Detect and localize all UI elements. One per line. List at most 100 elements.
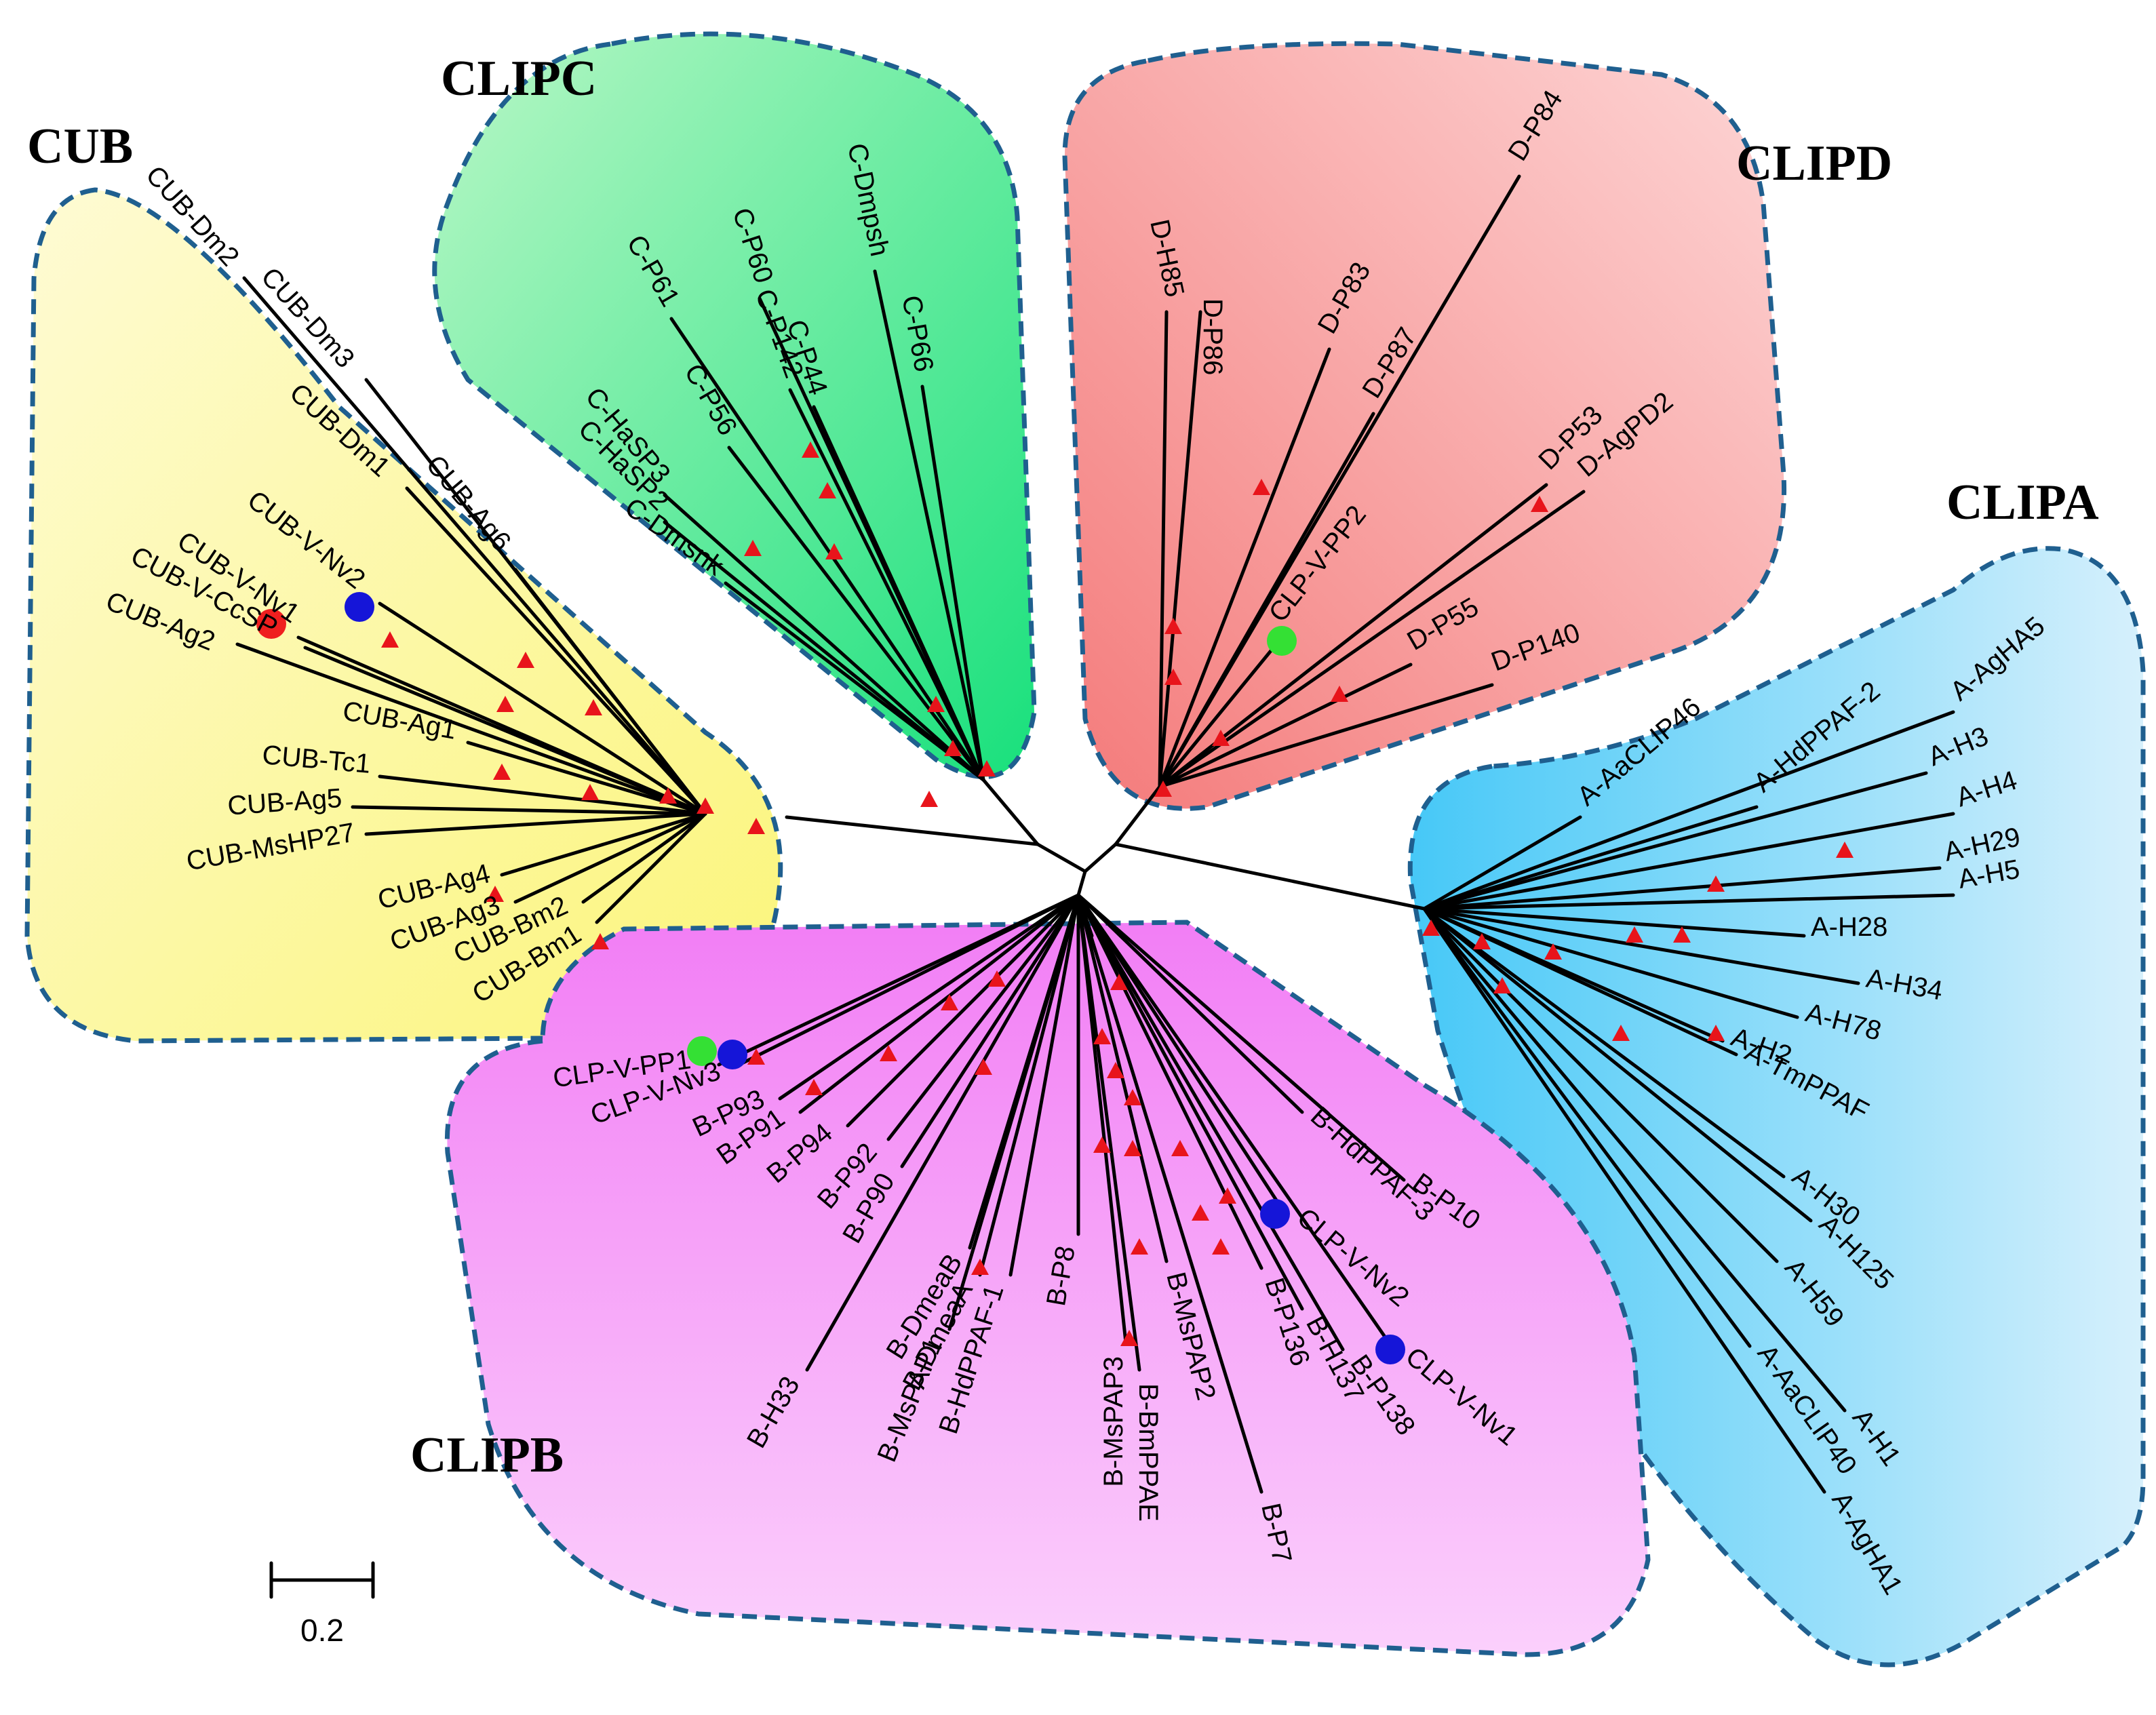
clipb-region: [444, 920, 1651, 1657]
branch-cub-bm2: [581, 812, 707, 904]
branch-c-p44: [812, 405, 985, 782]
branch-b-h137: [1076, 893, 1304, 1311]
clipa-region: [1407, 546, 2146, 1668]
bootstrap-marker: [1124, 1089, 1141, 1105]
leaf-label-b-bmppae: B-BmPPAE: [1133, 1383, 1163, 1522]
branches-clipc: [663, 269, 985, 782]
branch-a-aaclip40: [1422, 907, 1752, 1348]
bootstrap-marker: [1493, 977, 1511, 993]
bootstrap-marker: [1544, 943, 1562, 960]
clade-title-clipc: CLIPC: [441, 51, 597, 106]
bootstrap-markers: [381, 441, 1854, 1346]
clade-title-clipa: CLIPA: [1946, 475, 2099, 530]
branches-clipd: [1158, 174, 1586, 789]
annotation-dot-green: [1267, 626, 1297, 656]
bootstrap-marker: [1164, 618, 1182, 634]
bootstrap-marker: [381, 631, 399, 648]
branch-a-aaclip46: [1422, 815, 1582, 911]
bootstrap-marker: [805, 1079, 823, 1095]
bootstrap-marker: [1093, 1028, 1111, 1044]
branch-a-h3: [1422, 771, 1928, 911]
branch-c-dmsnk: [724, 581, 985, 782]
clade-title-cub: CUB: [27, 119, 133, 174]
bootstrap-marker: [1219, 1187, 1236, 1204]
branch-clp-v-pp2: [1158, 635, 1284, 789]
annotation-dot-green: [687, 1036, 717, 1066]
bootstrap-marker: [591, 933, 609, 949]
bootstrap-marker: [1836, 842, 1854, 858]
bootstrap-marker: [1154, 781, 1172, 797]
bootstrap-marker: [1110, 974, 1128, 990]
branch-b-mspap1: [947, 893, 1080, 1331]
bootstrap-marker: [927, 696, 945, 712]
branch-d-p83: [1158, 347, 1331, 789]
scale-bar-label: 0.2: [300, 1613, 344, 1648]
branch-d-h85: [1158, 310, 1169, 789]
clade-title-clipd: CLIPD: [1736, 136, 1892, 191]
branch-cub-ag1: [466, 741, 707, 816]
branches-clipb: [717, 893, 1406, 1494]
branch-a-h5: [1422, 893, 1955, 911]
branch-b-hdppaf-1: [1008, 893, 1080, 1277]
branch-a-h125: [1422, 907, 1813, 1223]
branch-a-h29: [1422, 866, 1942, 911]
branch-c-dmpsh: [873, 269, 985, 782]
bootstrap-marker: [1093, 1137, 1111, 1153]
branch-b-p138: [1076, 893, 1345, 1352]
branch-a-h1: [1422, 907, 1847, 1413]
bootstrap-marker: [486, 886, 504, 902]
bootstrap-marker: [1253, 479, 1270, 495]
branch-a-h4: [1422, 812, 1955, 911]
bootstrap-marker: [1107, 1062, 1124, 1078]
bootstrap-marker: [1131, 1238, 1148, 1255]
bootstrap-marker: [819, 482, 836, 498]
bootstrap-marker: [1192, 1204, 1209, 1221]
bootstrap-marker: [1626, 926, 1643, 943]
branch-cub-mshp27: [364, 812, 707, 836]
bootstrap-marker: [944, 740, 962, 756]
bootstrap-marker: [978, 760, 996, 776]
branch-c-p61: [669, 317, 985, 782]
leaf-label-d-p86: D-P86: [1198, 298, 1228, 375]
bootstrap-marker: [1673, 926, 1691, 943]
bootstrap-marker: [496, 696, 514, 712]
branch-b-mspap3: [1076, 893, 1128, 1345]
branch-cub-dm1: [405, 486, 707, 816]
bootstrap-marker: [920, 791, 938, 807]
scale-bar: 0.2: [269, 1561, 375, 1648]
annotation-dot-blue: [718, 1040, 747, 1069]
branch-a-tmppaf: [1422, 907, 1738, 1057]
branch-cub-ag3: [513, 812, 707, 904]
branch-c-hasp3: [663, 493, 985, 782]
branch-d-p55: [1158, 663, 1413, 789]
bootstrap-marker: [1124, 1140, 1141, 1156]
bootstrap-marker: [988, 970, 1006, 987]
branch-c-p142: [788, 388, 985, 782]
bootstrap-marker: [1171, 1140, 1189, 1156]
branch-c-p56: [727, 446, 985, 782]
bootstrap-marker: [941, 994, 958, 1010]
bootstrap-marker: [493, 764, 511, 780]
branch-cub-tc1: [378, 774, 707, 816]
branch-d-p140: [1158, 683, 1494, 789]
bootstrap-marker: [975, 1059, 992, 1075]
branch-b-p7: [1076, 893, 1263, 1494]
branch-a-h28: [1422, 907, 1806, 938]
branch-cub-ag2: [235, 642, 707, 816]
bootstrap-marker: [1422, 920, 1440, 936]
bootstrap-marker: [1707, 1025, 1725, 1041]
bootstrap-marker: [971, 1259, 989, 1275]
branches-clipa: [1422, 710, 1955, 1494]
branches-cub: [235, 276, 707, 924]
bootstrap-marker: [825, 543, 843, 559]
branch-b-hdppaf-3: [1076, 893, 1304, 1114]
branch-clp-v-nv1: [1076, 893, 1396, 1352]
clade-title-clipb: CLIPB: [410, 1427, 564, 1483]
branch-cub-v-ccsp: [303, 646, 707, 816]
bootstrap-marker: [747, 1048, 765, 1065]
branch-a-agha1: [1422, 907, 1826, 1494]
branch-b-p136: [1076, 893, 1263, 1270]
branch-b-p10: [1076, 893, 1406, 1182]
branch-a-h34: [1422, 907, 1860, 985]
